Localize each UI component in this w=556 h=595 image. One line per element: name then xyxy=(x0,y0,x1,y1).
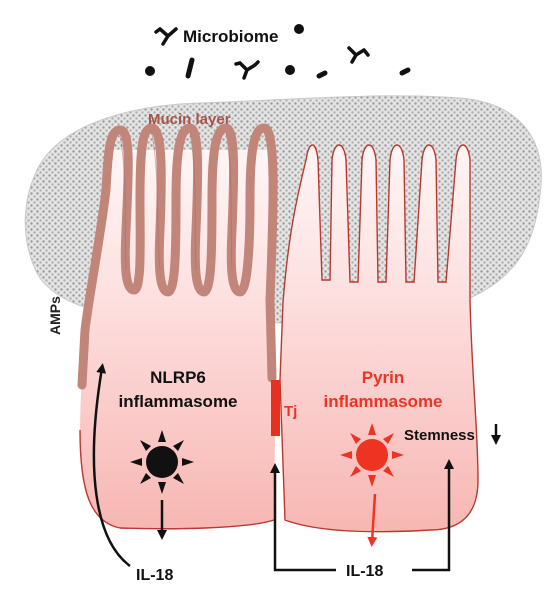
rod-bacterium-icon xyxy=(399,67,411,76)
arrow-il18-to-tight-junction xyxy=(270,463,336,572)
right-epithelial-cell xyxy=(279,144,479,533)
black-sun-icon xyxy=(130,430,194,494)
rod-bacterium-icon xyxy=(185,57,195,79)
round-coccus-icon xyxy=(294,24,304,34)
left-cell-outline xyxy=(79,429,275,530)
red-sun-icon xyxy=(340,423,404,487)
nlrp6-label-line1: NLRP6 xyxy=(150,368,206,387)
round-coccus-icon xyxy=(285,65,295,75)
il18-right-label: IL-18 xyxy=(346,563,383,580)
tight-junction xyxy=(271,380,280,436)
y-shaped-fungus-icon xyxy=(347,46,370,64)
arrow-red-sun-to-il18 xyxy=(367,493,378,547)
nlrp6-label-line2: inflammasome xyxy=(118,392,237,411)
microbe-cluster xyxy=(145,24,411,80)
arrow-il18-to-stemness xyxy=(412,459,454,572)
mucin-layer-label: Mucin layer xyxy=(148,111,231,128)
y-shaped-fungus-icon xyxy=(154,27,178,46)
mucin-strands xyxy=(77,123,278,390)
pyrin-label-line2: inflammasome xyxy=(323,392,442,411)
tj-label: Tj xyxy=(284,403,297,420)
pyrin-label-line1: Pyrin xyxy=(362,368,405,387)
round-coccus-icon xyxy=(145,66,155,76)
amps-label: AMPs xyxy=(47,296,63,335)
microbiome-label: Microbiome xyxy=(183,27,278,46)
rod-bacterium-icon xyxy=(316,70,328,79)
arrows xyxy=(92,363,501,572)
il18-left-label: IL-18 xyxy=(136,567,173,584)
stemness-label: Stemness xyxy=(404,427,475,444)
y-shaped-fungus-icon xyxy=(234,60,260,80)
arrow-il18-to-left-cell xyxy=(92,363,131,568)
